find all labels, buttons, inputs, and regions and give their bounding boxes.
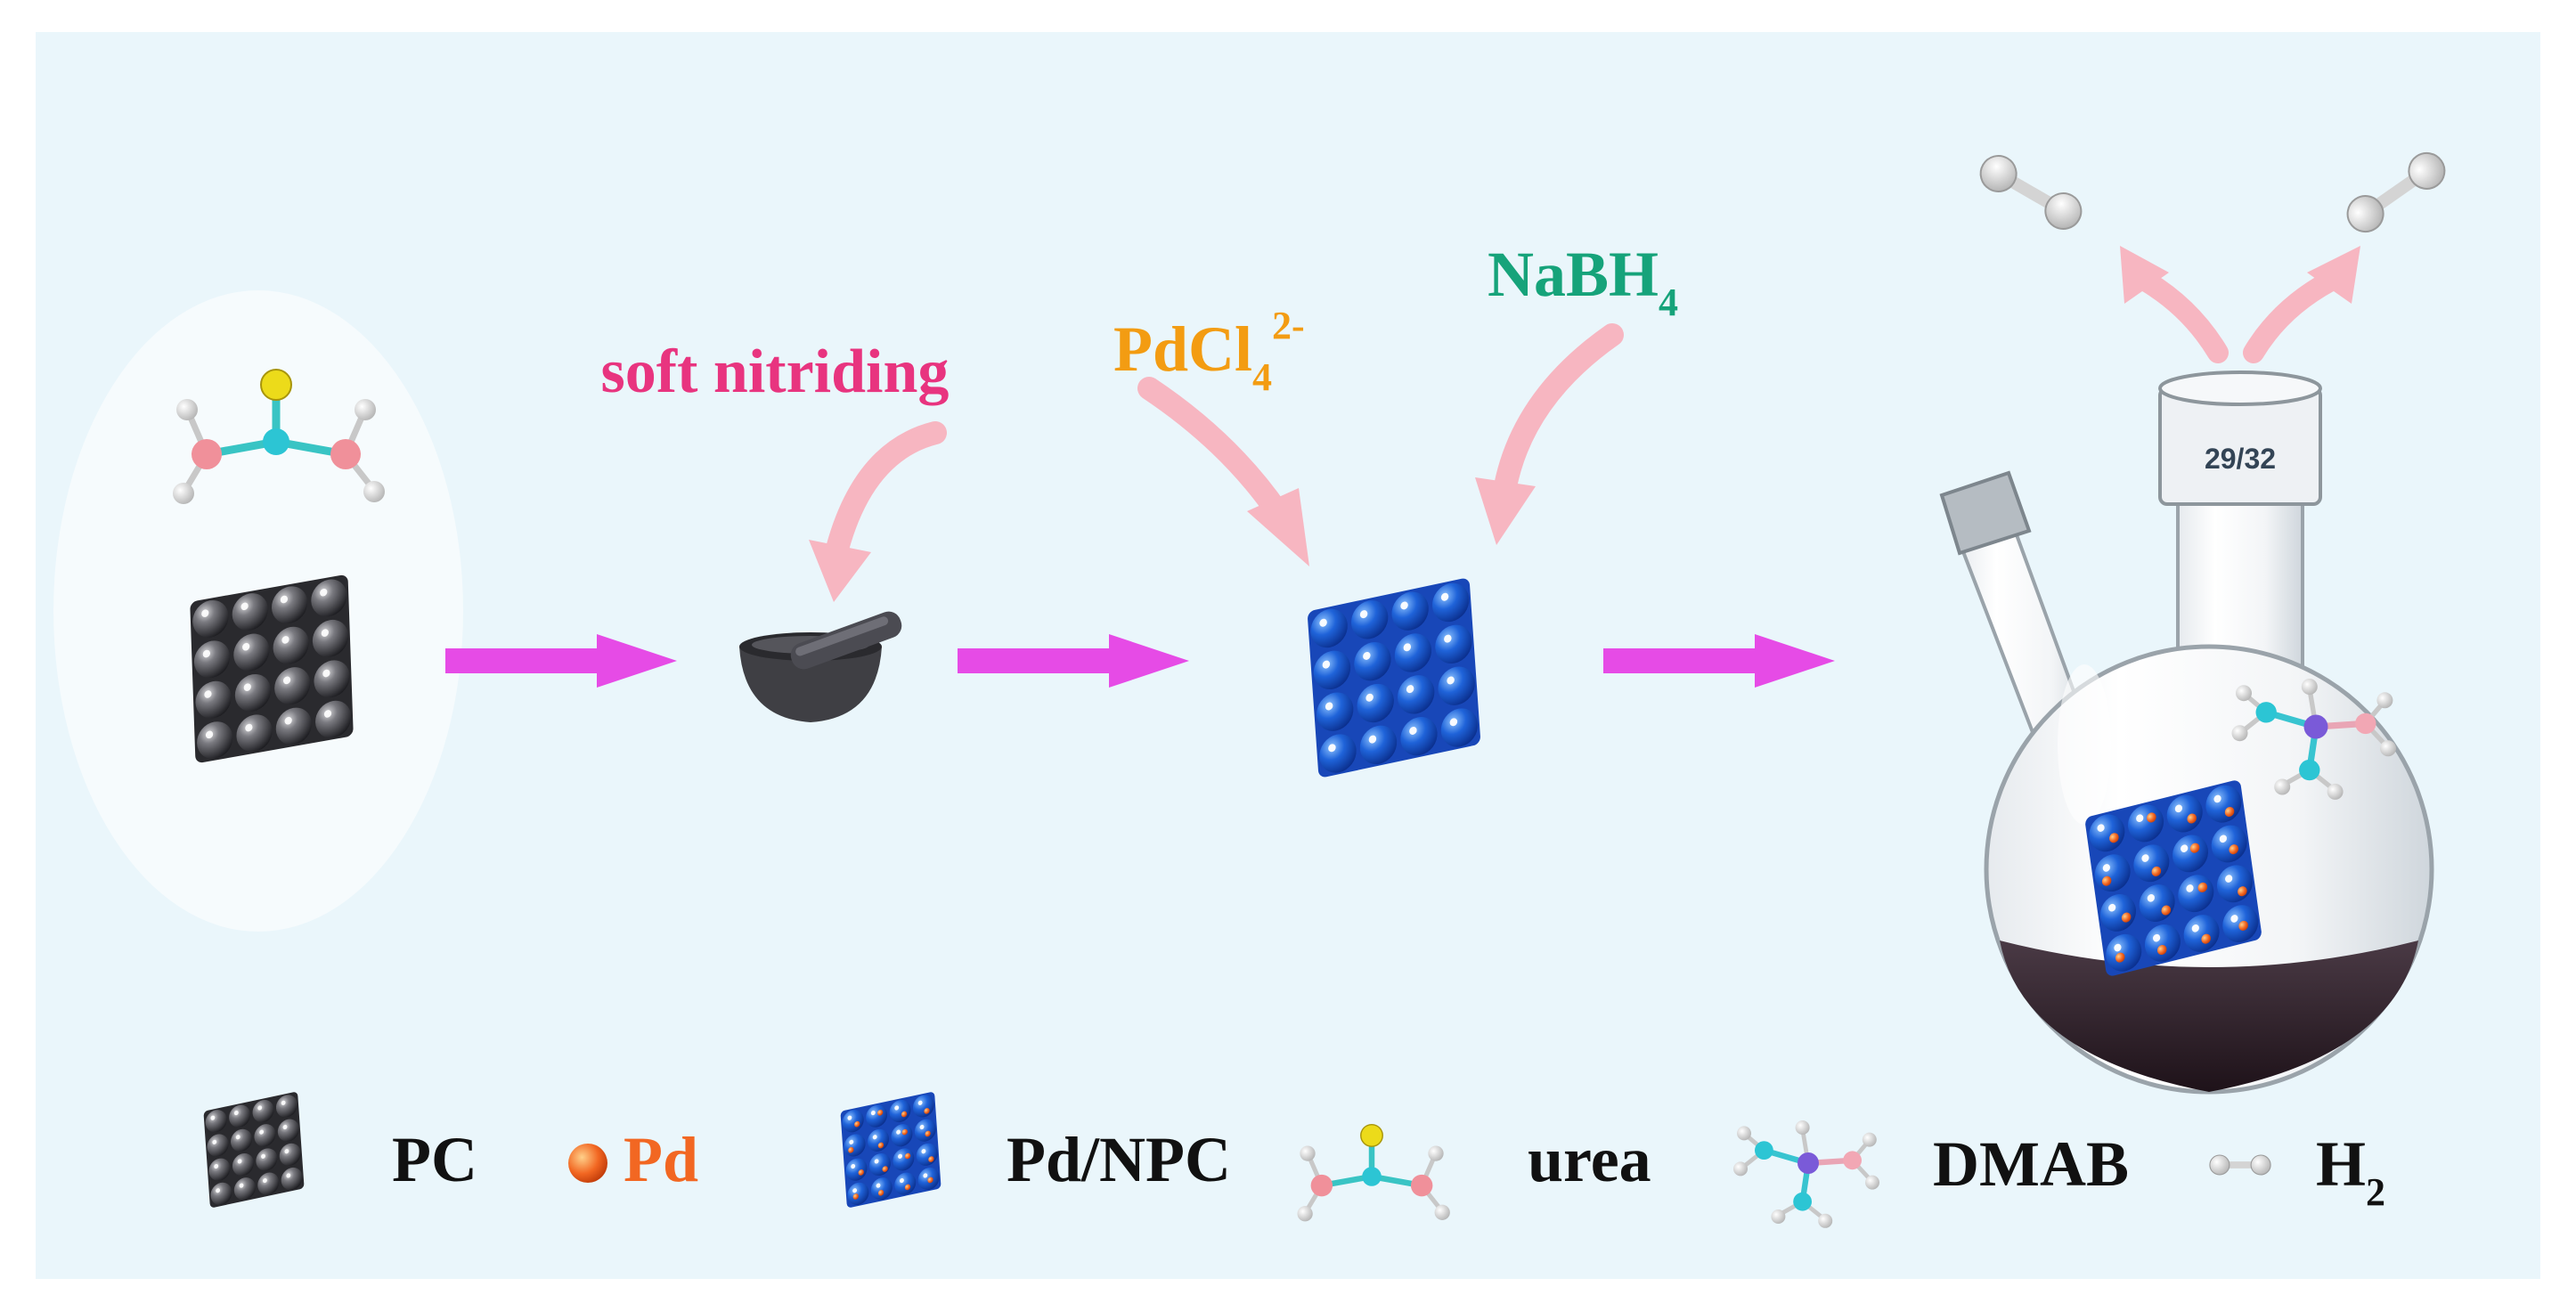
h2-release-arrow-right: [2243, 246, 2360, 363]
legend-h2-icon: [2210, 1155, 2270, 1175]
mortar-pestle-icon: [739, 611, 902, 722]
pdcl4-label: PdCl42-: [1113, 304, 1305, 399]
h2-release-arrow-left: [2120, 246, 2229, 363]
process-arrow-3: [1603, 634, 1835, 688]
legend-pc-icon: [203, 1091, 305, 1209]
legend-dmab-icon: [1733, 1120, 1879, 1228]
nabh4-arrow: [1475, 323, 1624, 545]
legend-urea-icon: [1297, 1125, 1449, 1222]
legend-pd-npc-icon: [840, 1091, 941, 1208]
h2-molecule-right: [2341, 146, 2452, 239]
nabh4-subscript: 4: [1659, 281, 1678, 324]
two-neck-flask: 29/32: [1939, 370, 2434, 1095]
legend-pc-label: PC: [392, 1124, 477, 1195]
legend-h2-base: H: [2316, 1128, 2366, 1200]
pdcl4-superscript: 2-: [1272, 304, 1305, 347]
pdcl4-base: PdCl: [1113, 314, 1252, 385]
nabh4-base: NaBH: [1488, 239, 1659, 310]
soft-nitriding-label: soft nitriding: [601, 338, 950, 406]
legend-h2-label: H2: [2316, 1128, 2385, 1214]
pdcl4-subscript: 4: [1252, 355, 1272, 399]
legend-pd-npc-label: Pd/NPC: [1007, 1124, 1231, 1195]
legend-pd-label: Pd: [624, 1124, 698, 1195]
legend-urea-label: urea: [1528, 1124, 1651, 1195]
process-arrow-1: [445, 634, 677, 688]
nabh4-label: NaBH4: [1488, 239, 1678, 324]
h2-molecule-left: [1974, 150, 2087, 236]
legend-dmab-label: DMAB: [1933, 1128, 2129, 1200]
diagram-canvas: soft nitriding PdCl42- NaBH4 29/32: [36, 32, 2540, 1279]
porous-carbon-block: [190, 574, 354, 764]
pd-dot-icon: [568, 1144, 607, 1183]
flask-joint-label: 29/32: [2205, 443, 2276, 475]
synthesis-diagram: soft nitriding PdCl42- NaBH4 29/32: [53, 32, 2540, 1279]
legend-h2-subscript: 2: [2366, 1170, 2385, 1214]
npc-block: [1307, 576, 1481, 779]
process-arrow-2: [958, 634, 1189, 688]
soft-nitriding-arrow: [809, 421, 947, 602]
pdcl4-arrow: [1137, 377, 1309, 566]
